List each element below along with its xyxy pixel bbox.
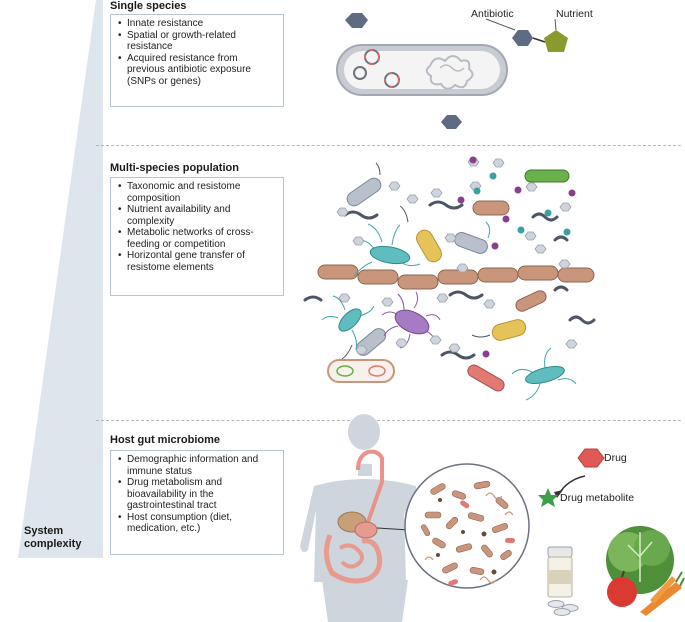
- bacterium-cell-icon: [336, 44, 508, 96]
- axis-label-line2: complexity: [24, 538, 82, 550]
- gut-microbiota-magnified-icon: [404, 463, 530, 589]
- host-gut-panel: Demographic information and immune statu…: [110, 450, 284, 555]
- single-species-title: Single species: [110, 0, 187, 12]
- antibiotic-label: Antibiotic: [471, 8, 514, 20]
- antibiotic-hexagon-icon: [345, 13, 368, 28]
- list-item: Host consumption (diet, medication, etc.…: [118, 512, 277, 535]
- list-item: Acquired resistance from previous antibi…: [118, 53, 277, 88]
- multi-species-title: Multi-species population: [110, 162, 239, 174]
- antibiotic-hexagon-icon: [441, 115, 462, 129]
- section-divider: [96, 420, 681, 421]
- complexity-wedge: [18, 0, 103, 558]
- host-gut-title: Host gut microbiome: [110, 434, 221, 446]
- antibiotic-nutrient-complex-icon: [485, 18, 568, 52]
- drug-metabolite-label: Drug metabolite: [560, 492, 635, 504]
- drug-hexagon-icon: [577, 448, 605, 468]
- list-item: Innate resistance: [118, 18, 277, 30]
- list-item: Spatial or growth-related resistance: [118, 30, 277, 53]
- drug-label: Drug: [604, 452, 627, 464]
- bacterial-community-icon: [303, 156, 596, 401]
- list-item: Demographic information and immune statu…: [118, 454, 277, 477]
- list-item: Drug metabolism and bioavailability in t…: [118, 477, 277, 512]
- medication-bottle-icon: [547, 546, 579, 616]
- multi-species-panel: Taxonomic and resistome composition Nutr…: [110, 177, 284, 296]
- section-divider: [96, 145, 681, 146]
- list-item: Taxonomic and resistome composition: [118, 181, 277, 204]
- single-species-panel: Innate resistance Spatial or growth-rela…: [110, 14, 284, 107]
- vegetables-icon: [606, 526, 685, 616]
- list-item: Horizontal gene transfer of resistome el…: [118, 250, 277, 273]
- system-complexity-label: System complexity: [24, 525, 81, 551]
- human-body-icon: [300, 414, 420, 622]
- list-item: Nutrient availability and complexity: [118, 204, 277, 227]
- drug-metabolite-star-icon: [538, 488, 558, 507]
- arrow-icon: [558, 475, 586, 495]
- nutrient-label: Nutrient: [556, 8, 593, 20]
- list-item: Metabolic networks of cross-feeding or c…: [118, 227, 277, 250]
- axis-label-line1: System: [24, 525, 64, 537]
